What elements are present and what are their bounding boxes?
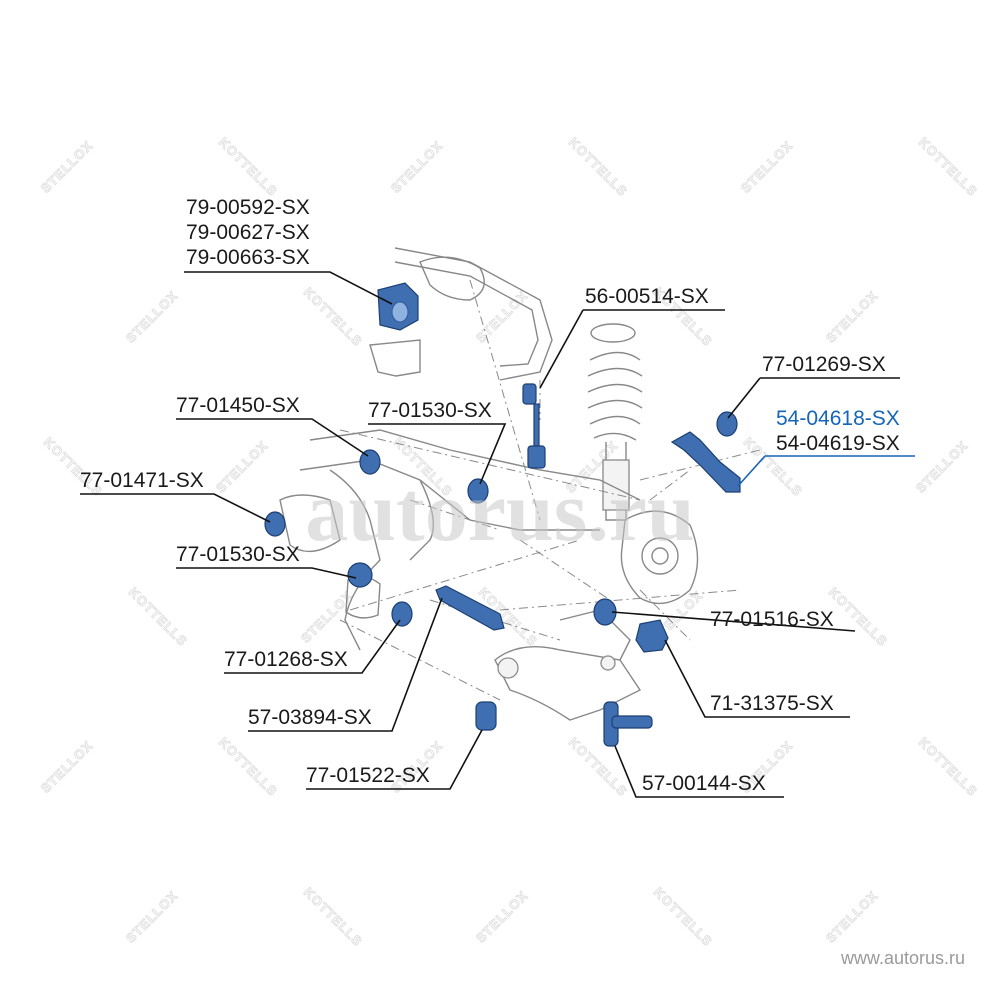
brand-tile: KOTTELLS bbox=[126, 584, 191, 649]
brand-tile: STELLOX bbox=[123, 888, 181, 946]
leader-lines bbox=[80, 271, 915, 798]
brand-tile: STELLOX bbox=[473, 888, 531, 946]
label-77-01516[interactable]: 77-01516-SX bbox=[710, 608, 834, 631]
label-54-04618[interactable]: 54-04618-SX bbox=[776, 407, 900, 430]
coil-spring-strut bbox=[587, 323, 643, 521]
brand-tile: STELLOX bbox=[473, 288, 531, 346]
label-79-00627[interactable]: 79-00627-SX bbox=[186, 221, 310, 244]
label-77-01530-upper[interactable]: 77-01530-SX bbox=[368, 399, 492, 422]
brand-tile: KOTTELLS bbox=[216, 134, 281, 199]
parts bbox=[264, 282, 741, 747]
brand-tile: KOTTELLS bbox=[301, 884, 366, 949]
watermark-text: autorus.ru bbox=[305, 463, 694, 559]
label-77-01471[interactable]: 77-01471-SX bbox=[80, 469, 204, 492]
label-71-31375[interactable]: 71-31375-SX bbox=[710, 692, 834, 715]
lower-control-arm bbox=[494, 645, 642, 721]
bushing-71-31375 bbox=[635, 619, 669, 653]
label-57-00144[interactable]: 57-00144-SX bbox=[642, 772, 766, 795]
bushing-77-01471 bbox=[264, 511, 286, 537]
bushing-77-01268 bbox=[391, 601, 413, 627]
stabilizer-link bbox=[522, 383, 546, 469]
brand-tile: STELLOX bbox=[913, 438, 971, 496]
brand-tile: KOTTELLS bbox=[826, 584, 891, 649]
brand-tile: STELLOX bbox=[388, 138, 446, 196]
suspension-drawing bbox=[279, 247, 761, 721]
label-57-03894[interactable]: 57-03894-SX bbox=[248, 706, 372, 729]
label-79-00592[interactable]: 79-00592-SX bbox=[186, 196, 310, 219]
brand-tile: STELLOX bbox=[38, 138, 96, 196]
brand-tile: STELLOX bbox=[213, 438, 271, 496]
brand-tile: KOTTELLS bbox=[566, 734, 631, 799]
brand-tile: KOTTELLS bbox=[651, 884, 716, 949]
label-79-00663[interactable]: 79-00663-SX bbox=[186, 246, 310, 269]
link-57-00144 bbox=[603, 701, 653, 747]
brand-tile: KOTTELLS bbox=[566, 134, 631, 199]
label-77-01268[interactable]: 77-01268-SX bbox=[224, 648, 348, 671]
bushing-77-01269 bbox=[716, 411, 738, 437]
label-77-01450[interactable]: 77-01450-SX bbox=[176, 394, 300, 417]
brand-tile: STELLOX bbox=[823, 288, 881, 346]
bushing-77-01530-lower bbox=[347, 562, 373, 588]
bushing-77-01522 bbox=[475, 701, 497, 731]
bushing-77-01530-upper bbox=[467, 478, 489, 504]
wheel-knuckle bbox=[620, 510, 699, 605]
brand-tile: STELLOX bbox=[38, 738, 96, 796]
label-77-01269[interactable]: 77-01269-SX bbox=[762, 353, 886, 376]
label-56-00514[interactable]: 56-00514-SX bbox=[585, 285, 709, 308]
site-url[interactable]: www.autorus.ru bbox=[840, 948, 965, 968]
stabilizer-bar bbox=[394, 247, 553, 381]
stabilizer-bar-end bbox=[419, 256, 485, 301]
brand-tile: STELLOX bbox=[123, 288, 181, 346]
part-labels: 79-00592-SX 79-00627-SX 79-00663-SX 56-0… bbox=[80, 196, 900, 795]
upper-control-arm bbox=[670, 431, 741, 493]
brand-tile: STELLOX bbox=[823, 888, 881, 946]
brand-tile: KOTTELLS bbox=[301, 284, 366, 349]
bushing-bracket bbox=[369, 339, 421, 377]
subframe bbox=[299, 429, 641, 651]
brand-tile: KOTTELLS bbox=[916, 134, 981, 199]
bushing-77-01450 bbox=[359, 449, 381, 475]
toe-link-57-03894 bbox=[435, 585, 505, 631]
brand-tile: KOTTELLS bbox=[916, 734, 981, 799]
label-54-04619[interactable]: 54-04619-SX bbox=[776, 432, 900, 455]
brand-tile: STELLOX bbox=[738, 138, 796, 196]
label-77-01522[interactable]: 77-01522-SX bbox=[306, 764, 430, 787]
label-77-01530-lower[interactable]: 77-01530-SX bbox=[176, 543, 300, 566]
brand-tile: KOTTELLS bbox=[216, 734, 281, 799]
